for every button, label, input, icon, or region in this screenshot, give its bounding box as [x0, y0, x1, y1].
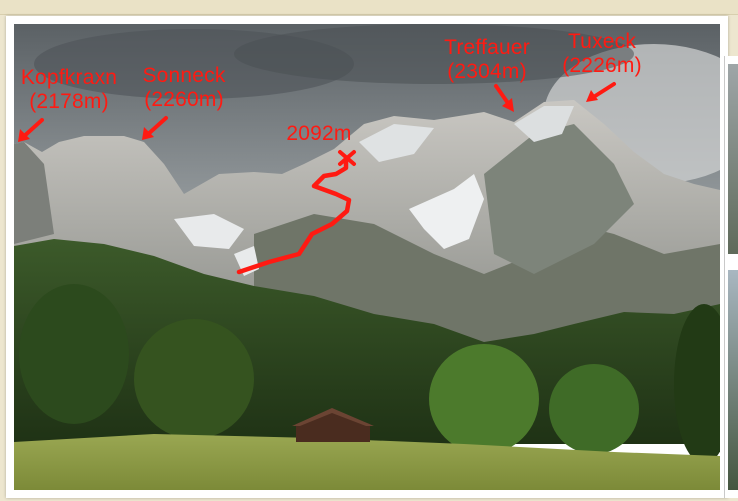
peak-name: Kopfkraxn	[20, 66, 118, 89]
peak-elevation: (2226m)	[562, 54, 642, 77]
mountain-photo	[14, 24, 720, 490]
page-top-bar	[0, 0, 738, 15]
route-summit-marker	[338, 150, 356, 166]
peak-elevation: (2304m)	[447, 60, 527, 83]
peak-label-kopfkraxn: Kopfkraxn (2178m)	[12, 66, 126, 114]
arrow-tuxeck-icon	[586, 82, 616, 102]
peak-elevation: (2260m)	[144, 88, 224, 111]
peak-name: Sonneck	[142, 64, 226, 87]
peak-label-treffauer: Treffauer (2304m)	[430, 36, 544, 84]
arrow-treffauer-icon	[494, 84, 514, 112]
route-summit-elevation: 2092m	[286, 122, 352, 145]
meadow	[14, 434, 720, 490]
barn	[292, 408, 374, 442]
arrow-kopfkraxn-icon	[18, 118, 44, 142]
route-summit-label: 2092m	[278, 122, 360, 146]
side-thumbnail[interactable]	[724, 56, 738, 498]
peak-elevation: (2178m)	[29, 90, 109, 113]
peak-label-sonneck: Sonneck (2260m)	[130, 64, 238, 112]
arrow-sonneck-icon	[142, 116, 168, 140]
hiking-route	[236, 155, 352, 275]
photo-frame	[6, 16, 728, 498]
peak-name: Treffauer	[444, 36, 530, 59]
peak-name: Tuxeck	[567, 30, 637, 53]
snow-field	[409, 174, 484, 249]
deciduous-tree	[429, 344, 539, 454]
peak-label-tuxeck: Tuxeck (2226m)	[550, 30, 654, 78]
